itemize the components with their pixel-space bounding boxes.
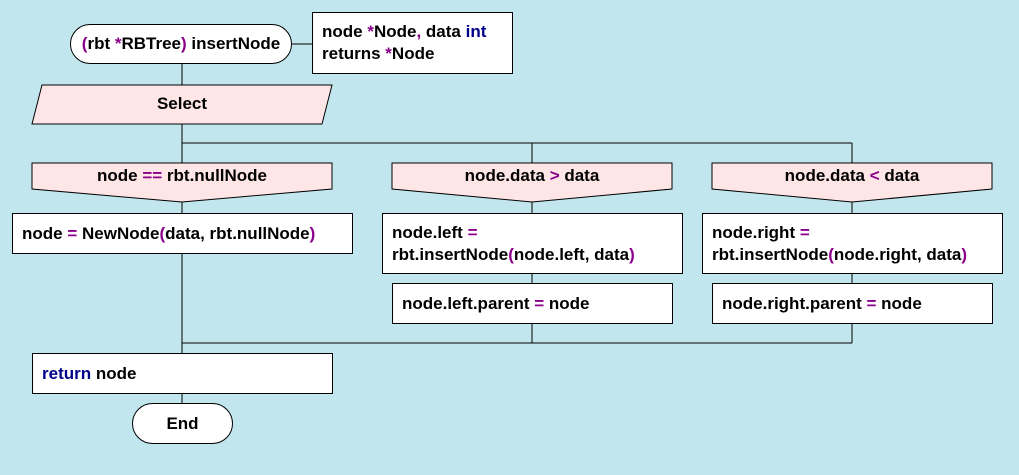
code-token: data [421, 22, 466, 41]
case-condition: node.data < data [712, 166, 992, 186]
end-label: End [166, 413, 199, 433]
code-token: node.right, data [833, 245, 962, 264]
code-token: = [866, 294, 877, 313]
code-token: = [67, 224, 78, 243]
code-token: node.right.parent [722, 294, 867, 313]
action-line: node = NewNode(data, rbt.nullNode) [22, 223, 352, 245]
case-shape [391, 162, 673, 203]
code-token: ( [828, 245, 834, 264]
code-token: data [879, 166, 920, 185]
action-line: node.left.parent = node [402, 293, 672, 315]
code-token: node [96, 166, 143, 185]
code-token: rbt.nullNode [162, 166, 268, 185]
action-box: node.left.parent = node [392, 283, 673, 324]
code-token: rbt.insertNode [712, 245, 829, 264]
code-token: returns [322, 44, 386, 63]
code-token: node.data [464, 166, 550, 185]
code-token: ) [629, 245, 635, 264]
code-token: * [367, 22, 374, 41]
code-token: node.data [784, 166, 870, 185]
code-token: < [869, 166, 880, 185]
code-token: ) [309, 224, 316, 243]
code-token: RBTree [121, 34, 181, 53]
code-token: = [534, 294, 545, 313]
code-token: rbt.insertNode [392, 245, 509, 264]
code-token: node [22, 224, 68, 243]
code-token: int [465, 22, 487, 41]
case-condition: node == rbt.nullNode [32, 166, 332, 186]
code-token: node [91, 364, 137, 383]
code-token: data, rbt.nullNode [165, 224, 310, 243]
code-token: Node [373, 22, 417, 41]
code-token: > [549, 166, 560, 185]
select-shape [31, 84, 333, 125]
start-terminator: (rbt *RBTree) insertNode [70, 24, 292, 64]
action-line: node.right = [712, 222, 1002, 244]
action-line: node.right.parent = node [722, 293, 992, 315]
code-token: = [799, 223, 810, 242]
code-token: data [559, 166, 600, 185]
select-label: Select [156, 94, 208, 113]
code-token: node.right [712, 223, 800, 242]
case-shape [711, 162, 993, 203]
code-token: ( [508, 245, 514, 264]
signature-line: node *Node, data int [322, 21, 512, 43]
code-token: == [142, 166, 163, 185]
code-token: = [467, 223, 478, 242]
action-box: node.right.parent = node [712, 283, 993, 324]
code-token: node.left.parent [402, 294, 535, 313]
action-box: node.right = rbt.insertNode(node.right, … [702, 213, 1003, 274]
signature-box: node *Node, data int returns *Node [312, 12, 513, 74]
code-token: return [42, 364, 92, 383]
code-token: node.left, data [513, 245, 630, 264]
code-token: NewNode [77, 224, 160, 243]
code-token: Node [391, 44, 435, 63]
code-token: ( [159, 224, 166, 243]
action-line: node.left = [392, 222, 682, 244]
signature-line: returns *Node [322, 43, 512, 65]
action-box: node = NewNode(data, rbt.nullNode) [12, 213, 353, 254]
code-token: ) [181, 34, 187, 53]
code-token: node [322, 22, 368, 41]
code-token: node.left [392, 223, 468, 242]
code-token: node [544, 294, 590, 313]
code-token: , [416, 22, 422, 41]
action-line: rbt.insertNode(node.left, data) [392, 244, 682, 266]
code-token: insertNode [186, 34, 281, 53]
start-label: (rbt *RBTree) insertNode [82, 34, 280, 54]
code-token: node [876, 294, 922, 313]
end-terminator: End [132, 403, 233, 444]
code-token: ) [961, 245, 968, 264]
code-token: * [385, 44, 392, 63]
case-condition: node.data > data [392, 166, 672, 186]
code-token: ( [81, 34, 88, 53]
code-token: * [114, 34, 122, 53]
case-shape [31, 162, 333, 203]
action-line: rbt.insertNode(node.right, data) [712, 244, 1002, 266]
code-token: rbt [87, 34, 115, 53]
action-box: node.left = rbt.insertNode(node.left, da… [382, 213, 683, 274]
return-box: return node [32, 353, 333, 394]
return-line: return node [42, 363, 332, 385]
